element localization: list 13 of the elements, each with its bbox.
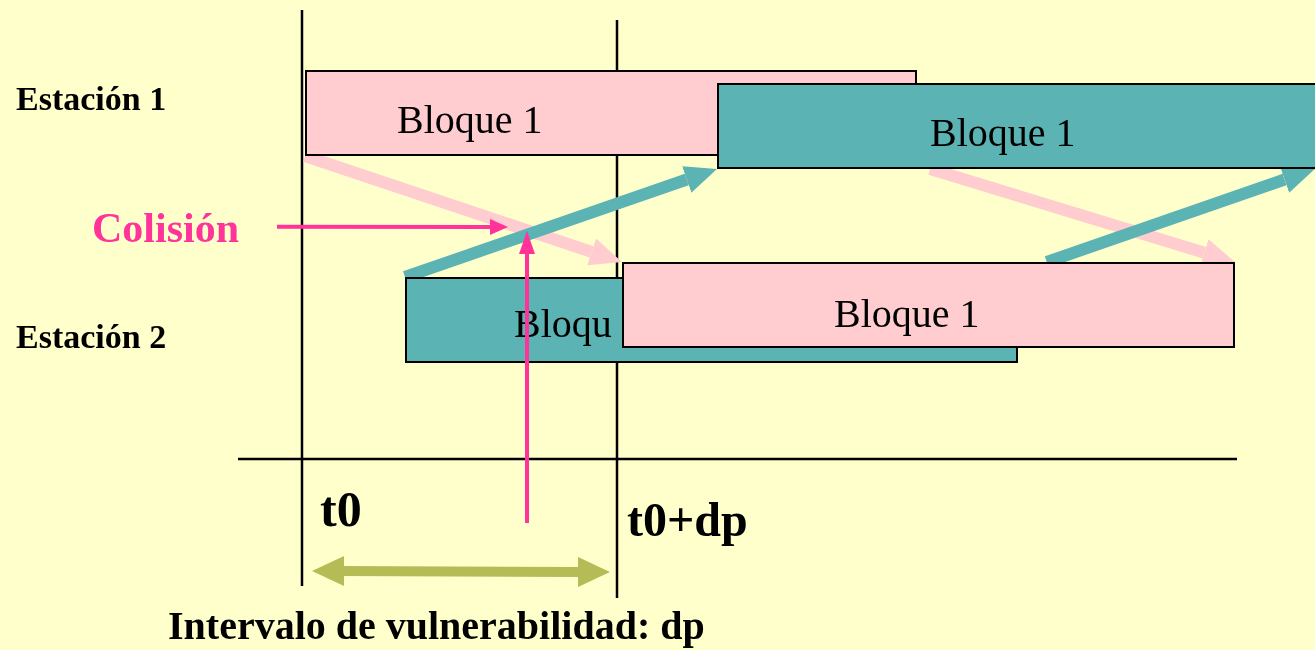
frame-block bbox=[622, 262, 1235, 348]
arrow bbox=[277, 219, 508, 235]
axis-label: Estación 2 bbox=[16, 320, 167, 354]
axis-label: Intervalo de vulnerabilidad: dp bbox=[168, 606, 705, 646]
block-label: Bloque 1 bbox=[397, 100, 543, 140]
axis-label: t0 bbox=[320, 484, 362, 534]
callout-label: Colisión bbox=[92, 207, 240, 249]
axis-label: t0+dp bbox=[627, 496, 748, 544]
block-label: Bloque 1 bbox=[930, 113, 1076, 153]
frame-block bbox=[717, 83, 1315, 169]
axis-label: Estación 1 bbox=[16, 82, 167, 116]
frame-block bbox=[305, 70, 719, 156]
block-label: Bloque 1 bbox=[834, 294, 980, 334]
